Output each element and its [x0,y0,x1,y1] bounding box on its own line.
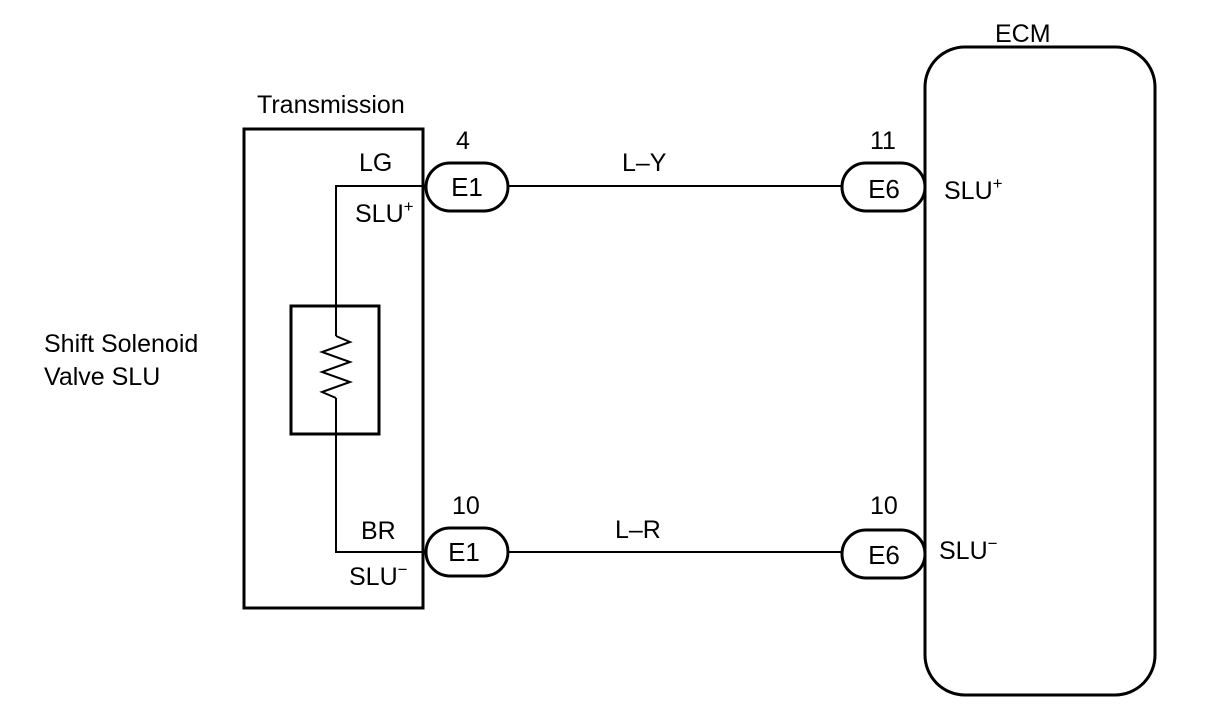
transmission-box [242,127,425,610]
ecm-pin-slu-minus: SLU− [939,534,998,565]
ecm-box [923,45,1157,697]
solenoid-coil-icon [319,335,353,399]
connector-e1-bottom [424,526,510,578]
internal-wire-bottom [335,434,426,553]
pin-color-lg: LG [359,149,392,177]
wire-lr-label: L–R [615,516,661,544]
internal-wire-top [335,185,426,306]
connector-e1-top [424,161,510,213]
pin-signal-slu-minus: SLU− [349,560,408,591]
wire-ly-label: L–Y [622,149,667,177]
connector-e6-bottom [840,528,927,580]
ecm-title: ECM [995,20,1051,48]
ecm-pin-slu-plus: SLU+ [944,174,1003,205]
connector-e6-top-pin: 11 [870,127,896,155]
connector-e1-bottom-label: E1 [448,537,480,567]
connector-e6-bottom-label: E6 [868,540,900,570]
component-label-line1: Shift Solenoid [44,330,198,358]
connector-e6-top-label: E6 [868,174,900,204]
connector-e6-bottom-pin: 10 [870,492,898,520]
pin-signal-slu-plus: SLU+ [355,197,414,228]
connector-e1-top-label: E1 [451,172,483,202]
connector-e1-bottom-pin: 10 [452,492,480,520]
connector-e6-top [840,161,927,213]
transmission-title: Transmission [257,91,405,119]
pin-color-br: BR [361,517,396,545]
connector-e1-top-pin: 4 [456,127,470,155]
component-label-line2: Valve SLU [44,363,160,391]
